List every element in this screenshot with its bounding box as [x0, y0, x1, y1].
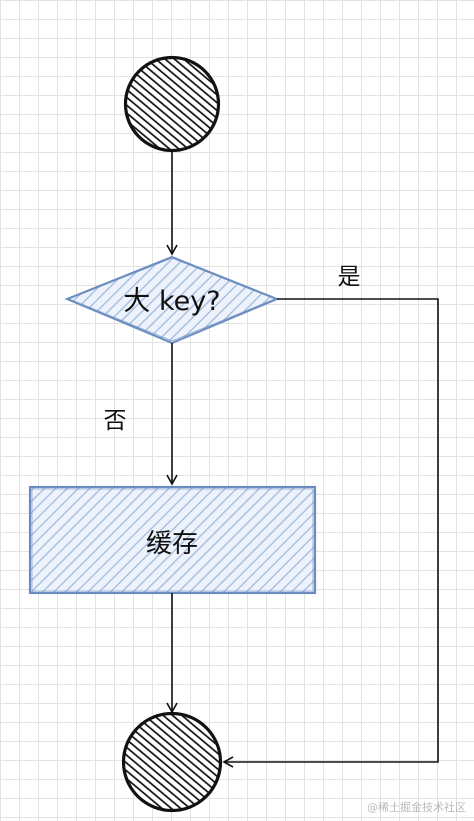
decision-node: 大 key?: [64, 255, 280, 345]
no-label: 否: [104, 408, 127, 434]
end-node: [121, 711, 223, 813]
process-node: 缓存: [28, 485, 317, 595]
edge-yes: [222, 298, 439, 768]
process-label: 缓存: [146, 529, 198, 559]
yes-label: 是: [338, 264, 361, 290]
start-node: [123, 55, 221, 153]
watermark: @稀土掘金技术社区: [367, 801, 466, 814]
decision-label: 大 key?: [123, 286, 220, 317]
